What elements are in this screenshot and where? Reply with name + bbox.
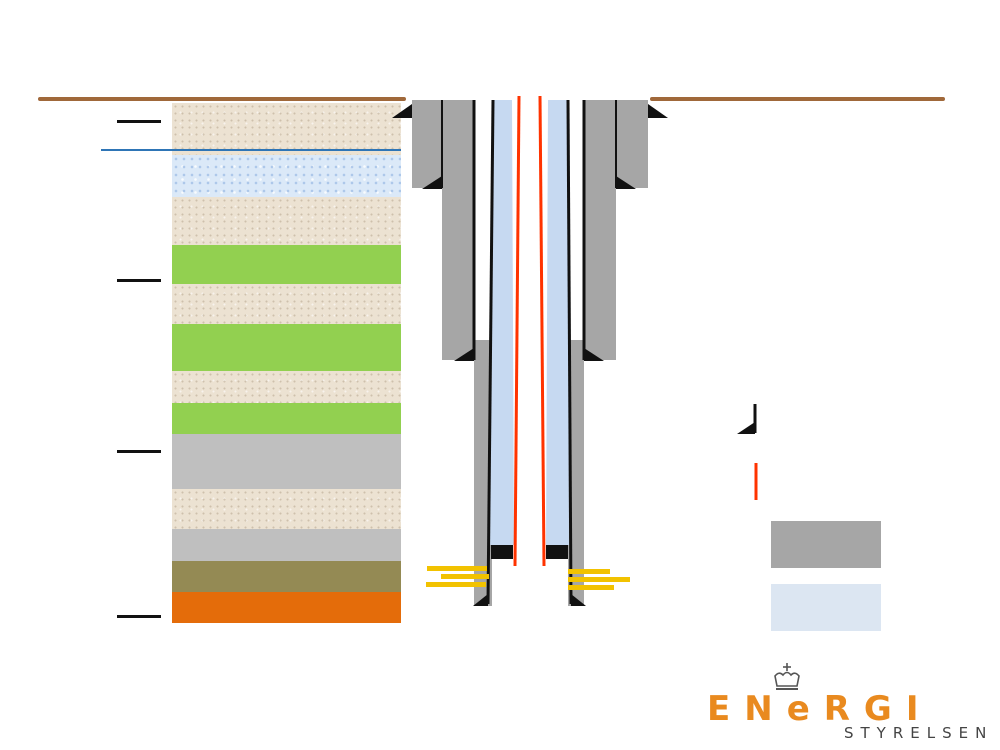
legend-cement-swatch [771,521,881,568]
surface-casing-cement-right [584,100,616,360]
perforation-right-2 [568,577,630,582]
legend-casing-shoe-icon [737,422,755,434]
depth-tick-4 [117,615,161,618]
perforation-left-2 [441,574,489,579]
casing-shoe-icon [584,348,604,361]
production-casing-wall-right [566,99,573,605]
casing-shoe-icon [392,104,412,118]
groundwater-level-line [101,149,401,151]
perforation-right-1 [568,569,610,574]
layer-sand-5 [172,489,401,529]
layer-clay-1 [172,245,401,284]
layer-olive [172,561,401,592]
depth-tick-1 [117,120,161,123]
layer-sand-1 [172,103,401,155]
surface-casing-cement-left [442,100,474,360]
layer-clay-2 [172,324,401,371]
depth-tick-3 [117,450,161,453]
layer-sand-4 [172,371,401,403]
liner-fill-right [546,100,569,545]
layer-clay-3 [172,403,401,434]
casing-shoe-icon [422,176,442,189]
ground-surface-right [650,97,945,101]
casing-shoe-icon [648,104,668,118]
perforation-left-3 [426,582,486,587]
layer-sand-2 [172,197,401,245]
crown-icon [774,663,800,690]
logo-subtitle: STYRELSEN [844,724,994,742]
layer-water-sand [172,155,401,197]
conductor-cement-right [616,100,648,188]
legend-fill-swatch [771,584,881,631]
casing-shoe-icon [454,348,474,361]
layer-gray-2 [172,529,401,561]
production-tubing-left [513,95,521,567]
depth-tick-2 [117,279,161,282]
production-tubing-right [538,95,546,567]
conductor-cement-left [412,100,444,188]
logo-text-end: RGI [823,689,933,729]
logo-text-start: EN [707,689,787,729]
packer-right [546,545,568,559]
production-casing-wall-left [486,99,495,605]
packer-left [491,545,513,559]
layer-orange [172,592,401,623]
logo-wordmark: ENeRGI [707,689,933,729]
casing-shoe-icon [616,176,636,189]
layer-gray-1 [172,434,401,489]
casing-shoe-icon [571,594,586,606]
perforation-right-3 [568,585,614,590]
perforation-left-1 [427,566,487,571]
layer-sand-3 [172,284,401,324]
casing-shoe-icon [473,594,488,606]
logo-text-glyph: e [786,689,824,729]
liner-fill-left [490,100,514,545]
ground-surface-left [38,97,406,101]
